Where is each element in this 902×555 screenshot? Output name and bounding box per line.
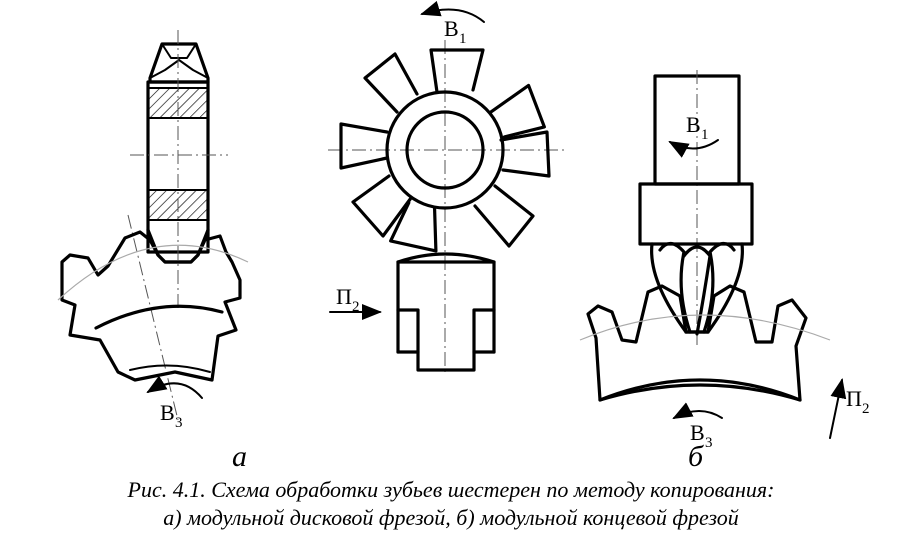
label-b1-right: B [686, 112, 701, 137]
copying-method-diagram: B 3 B 1 [57, 0, 870, 470]
label-p2-right: П [846, 386, 862, 411]
label-b3-right-sub: 3 [705, 435, 713, 451]
figure-caption: Рис. 4.1. Схема обработки зубьев шестере… [0, 476, 902, 532]
cutter-teeth [339, 48, 551, 253]
label-b1-top: B [444, 16, 459, 41]
label-p2-middle: П [336, 284, 352, 309]
label-b3-left: B [160, 400, 175, 425]
label-b3-left-sub: 3 [175, 415, 183, 431]
panel-middle-disk-cutter-front: B 1 П 2 [328, 0, 565, 375]
label-p2-right-sub: 2 [862, 401, 870, 417]
caption-line-2: а) модульной дисковой фрезой, б) модульн… [163, 505, 739, 530]
caption-line-1: Рис. 4.1. Схема обработки зубьев шестере… [127, 477, 775, 502]
panel-letter-b: б [688, 440, 704, 470]
label-b3-right: B [690, 420, 705, 445]
label-b1-right-sub: 1 [701, 127, 709, 143]
label-p2-middle-sub: 2 [352, 299, 360, 315]
panel-letter-a: а [232, 440, 247, 470]
panel-a-disk-cutter-scheme: B 3 [57, 30, 249, 431]
panel-b-end-cutter-scheme: B 1 B 3 П 2 [579, 70, 870, 451]
label-b1-top-sub: 1 [459, 31, 467, 47]
